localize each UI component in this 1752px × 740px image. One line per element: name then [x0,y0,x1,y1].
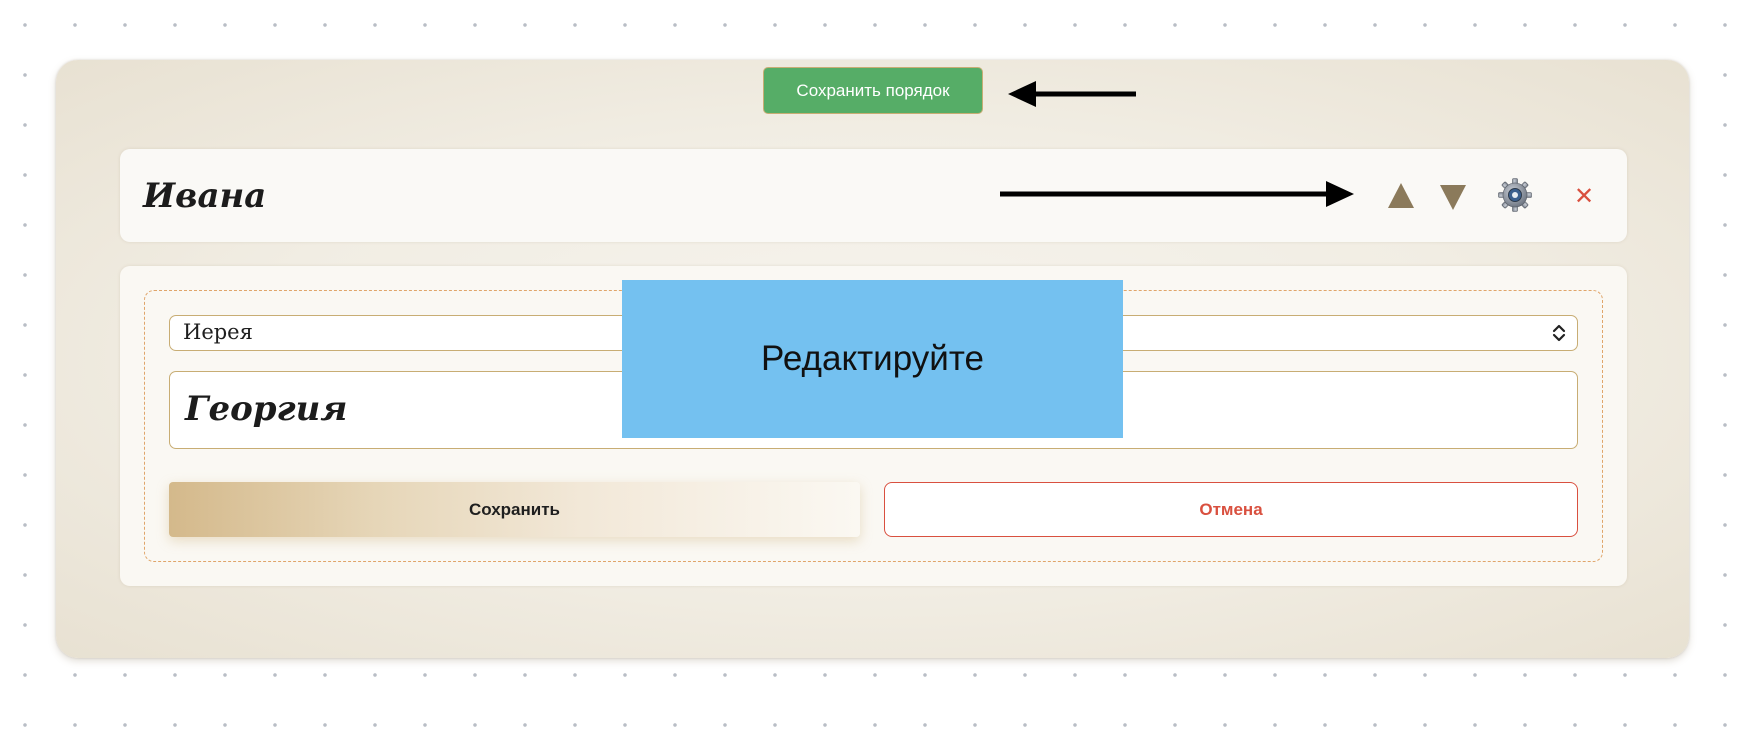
triangle-up-icon [1388,182,1414,208]
save-order-button[interactable]: Сохранить порядок [763,67,983,114]
rank-select-value: Иерея [183,320,253,344]
move-down-button[interactable] [1438,182,1468,212]
entry-card [120,149,1627,242]
settings-button[interactable] [1496,176,1534,214]
annotation-arrow-left [1008,81,1136,107]
name-input-value: Георгия [185,389,348,429]
cancel-button[interactable]: Отмена [884,482,1578,537]
save-button[interactable]: Сохранить [169,482,860,537]
move-up-button[interactable] [1386,180,1416,210]
entry-title: Ивана [143,176,267,216]
select-chevron-icon [1552,324,1566,342]
close-icon: ✕ [1573,182,1595,210]
annotation-arrow-right [1000,181,1354,207]
edit-hint-overlay: Редактируйте [622,280,1123,438]
delete-button[interactable]: ✕ [1570,182,1598,210]
triangle-down-icon [1440,184,1466,210]
gear-icon [1498,178,1532,212]
